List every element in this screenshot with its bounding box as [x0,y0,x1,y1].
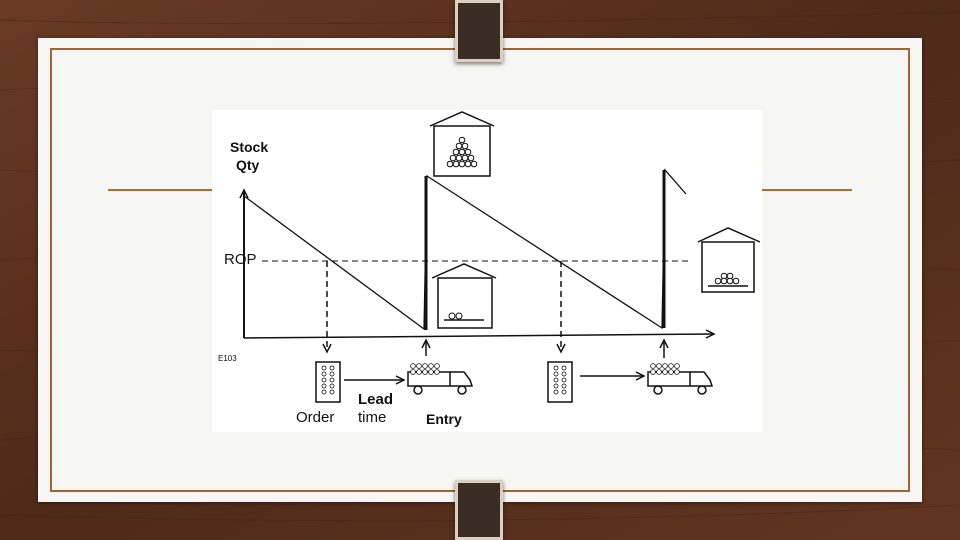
delivery-truck-icon-2 [648,372,712,394]
diagram-canvas [212,110,762,432]
order-label: Order [296,410,334,425]
stock-low-circles [449,313,462,319]
stock-pyramid-icon [447,137,477,167]
order-form-marks-1 [322,366,334,394]
top-strap [455,0,503,62]
rop-label: ROP [224,252,257,267]
truck-cargo-2 [651,364,680,375]
order-form-marks-2 [554,366,566,394]
entry-label: Entry [426,412,462,426]
x-axis [244,334,714,338]
title-rule-right [760,189,852,191]
warehouse-low-icon [432,264,496,328]
y-axis-label-line1: Stock [230,140,268,154]
delivery-truck-icon-1 [408,372,472,394]
title-rule-left [108,189,212,191]
lead-time-label-line1: Lead [358,392,393,407]
stock-level-line [244,170,686,329]
figure-code: E103 [218,355,237,363]
stock-medium-circles [715,273,739,284]
bottom-strap [455,480,503,540]
order-form-icon-2 [548,362,572,402]
lead-time-label-line2: time [358,410,386,425]
truck-cargo-1 [411,364,440,375]
inventory-cycle-diagram: Stock Qty ROP E103 Order Lead time Entry [212,110,762,432]
y-axis-label-line2: Qty [236,158,259,172]
order-form-icon-1 [316,362,340,402]
